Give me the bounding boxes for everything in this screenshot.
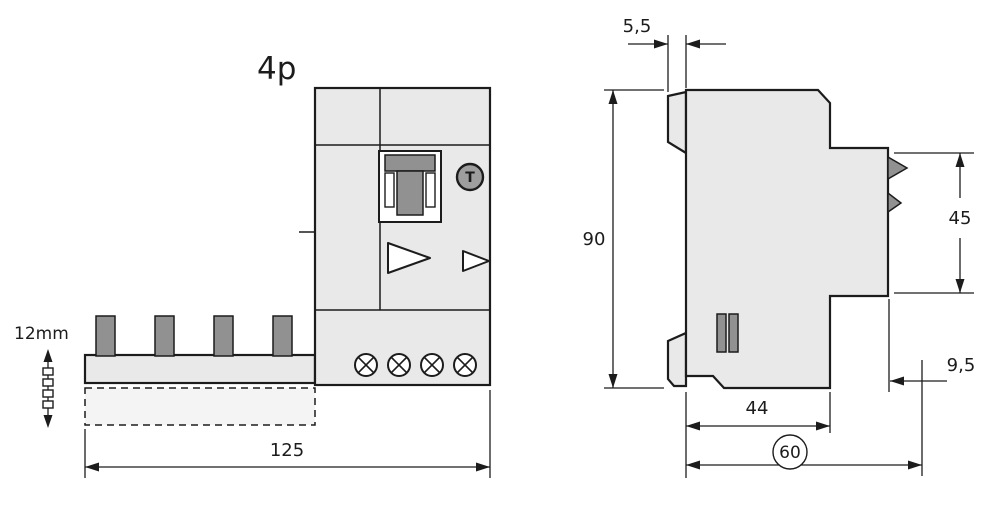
pitch-step (42, 389, 54, 398)
dim-label-overall-height: 90 (583, 229, 606, 250)
dim-label-total-depth: 60 (779, 443, 801, 463)
screw-cross (390, 356, 408, 374)
toggle-slot-left (384, 172, 395, 208)
arrow-left-icon (686, 421, 700, 431)
terminal-screw (453, 353, 477, 377)
arrow-down-icon (955, 279, 965, 293)
arrow-left-icon (686, 39, 700, 49)
test-button-label: T (465, 170, 475, 186)
test-button-circle (455, 162, 485, 192)
toggle-top-bar (384, 154, 436, 172)
dim-label-front-height: 45 (949, 208, 972, 229)
latch-lower (887, 191, 903, 214)
pole-count-label: 4p (257, 51, 296, 87)
dim-busbar-pitch: 12mm (14, 324, 69, 428)
body-outline (313, 86, 492, 387)
terminal-screw (354, 353, 378, 377)
arrow-down-icon (608, 374, 618, 388)
front-view: 4p T (14, 51, 492, 478)
toggle-switch (378, 150, 442, 223)
dim-circle (772, 434, 808, 470)
dim-label-overall-width: 125 (270, 440, 304, 461)
latch-upper (887, 155, 909, 181)
din-claw-top (666, 90, 688, 155)
arrow-right-icon (816, 421, 830, 431)
pitch-step (42, 400, 54, 409)
terminal-screw (420, 353, 444, 377)
busbar-body (83, 353, 317, 385)
dim-label-busbar-pitch: 12mm (14, 324, 69, 344)
terminal-screws (354, 353, 477, 377)
arrow-up-icon (43, 349, 53, 362)
busbar-pin (213, 315, 234, 357)
arrow-up-icon (608, 90, 618, 104)
dim-claw-depth: 5,5 (623, 16, 726, 92)
arrow-right-icon (908, 460, 922, 470)
toggle-handle (396, 170, 424, 216)
busbar-pin (272, 315, 293, 357)
marking-triangle-small (462, 250, 490, 272)
arrow-up-icon (955, 153, 965, 167)
terminal-screw (387, 353, 411, 377)
dim-label-claw-depth: 5,5 (623, 16, 652, 37)
terminal-slot (728, 313, 739, 353)
dim-overall-height: 90 (583, 89, 664, 389)
toggle-slot-right (425, 172, 436, 208)
busbar-alt-position-outline (84, 387, 316, 426)
terminal-slot (716, 313, 727, 353)
pitch-step (42, 378, 54, 387)
arrow-left-icon (686, 460, 700, 470)
dim-total-depth: 60 (686, 434, 922, 470)
dim-label-rear-offset: 9,5 (947, 355, 976, 376)
dim-rear-offset: 9,5 (888, 299, 976, 476)
side-view: 5,5 90 45 9,5 (583, 16, 976, 478)
dim-label-body-depth: 44 (746, 398, 769, 419)
busbar-comb (83, 315, 317, 426)
screw-cross (456, 356, 474, 374)
pitch-step (42, 367, 54, 376)
dim-body-depth: 44 (685, 392, 831, 478)
marking-triangle-large (387, 242, 431, 274)
arrow-left-icon (85, 462, 99, 472)
arrow-right-icon (476, 462, 490, 472)
arrow-down-icon (43, 415, 53, 428)
din-claw-bottom (666, 331, 688, 388)
dim-front-height: 45 (894, 152, 974, 294)
device-body-front (299, 86, 492, 387)
arrow-left-icon (890, 376, 904, 386)
dim-overall-width: 125 (84, 390, 491, 478)
test-button: T (455, 162, 485, 192)
screw-cross (357, 356, 375, 374)
busbar-pin (154, 315, 175, 357)
screw-cross (423, 356, 441, 374)
busbar-pin (95, 315, 116, 357)
arrow-right-icon (654, 39, 668, 49)
